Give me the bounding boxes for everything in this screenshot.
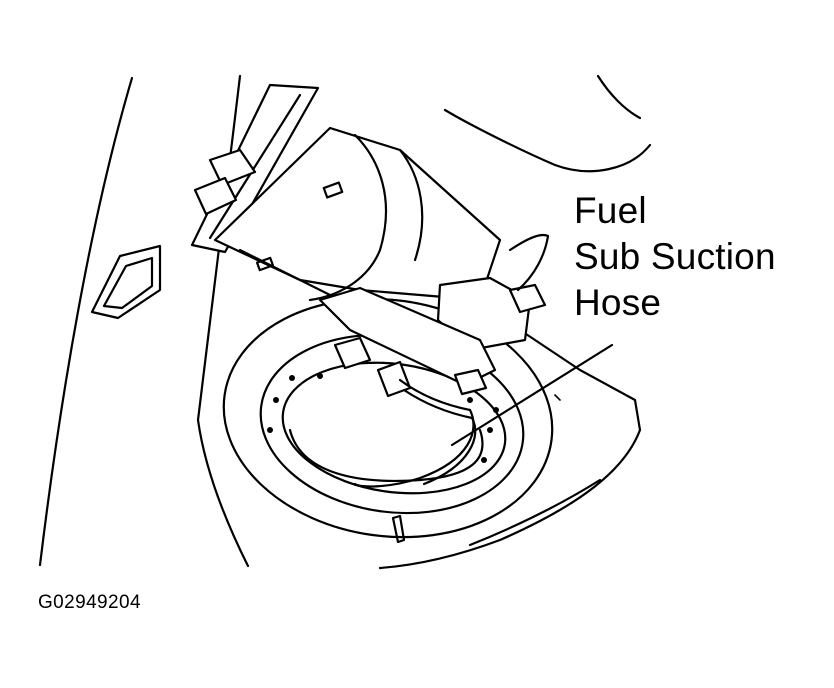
right-floor-edge xyxy=(378,328,642,570)
locating-tab xyxy=(391,514,406,544)
left-panel-edge xyxy=(38,76,134,567)
upper-right-edge xyxy=(596,74,642,120)
callout-label: Fuel Sub Suction Hose xyxy=(574,188,776,326)
callout-line-3: Hose xyxy=(574,282,662,323)
grommet xyxy=(90,244,162,320)
tank-opening xyxy=(222,297,554,544)
flange-bolts xyxy=(267,373,499,463)
fuel-pump-assembly xyxy=(190,83,550,488)
figure-id: G02949204 xyxy=(38,592,141,613)
float-arm xyxy=(508,233,550,292)
sub-suction-hose-lower xyxy=(353,408,475,488)
sub-suction-hose-upper xyxy=(398,378,472,412)
tank-inner-floor xyxy=(288,428,484,482)
flange-connector xyxy=(208,148,257,187)
pump-cap-curve xyxy=(308,133,388,302)
callout-leader-line xyxy=(450,343,614,447)
pump-lower-body xyxy=(318,286,497,387)
top-cover-edge xyxy=(443,108,652,173)
floor-mark xyxy=(554,394,561,401)
pump-body xyxy=(213,126,502,302)
floor-seam xyxy=(468,478,602,547)
callout-line-2: Sub Suction xyxy=(574,236,776,277)
callout-line-1: Fuel xyxy=(574,190,647,231)
